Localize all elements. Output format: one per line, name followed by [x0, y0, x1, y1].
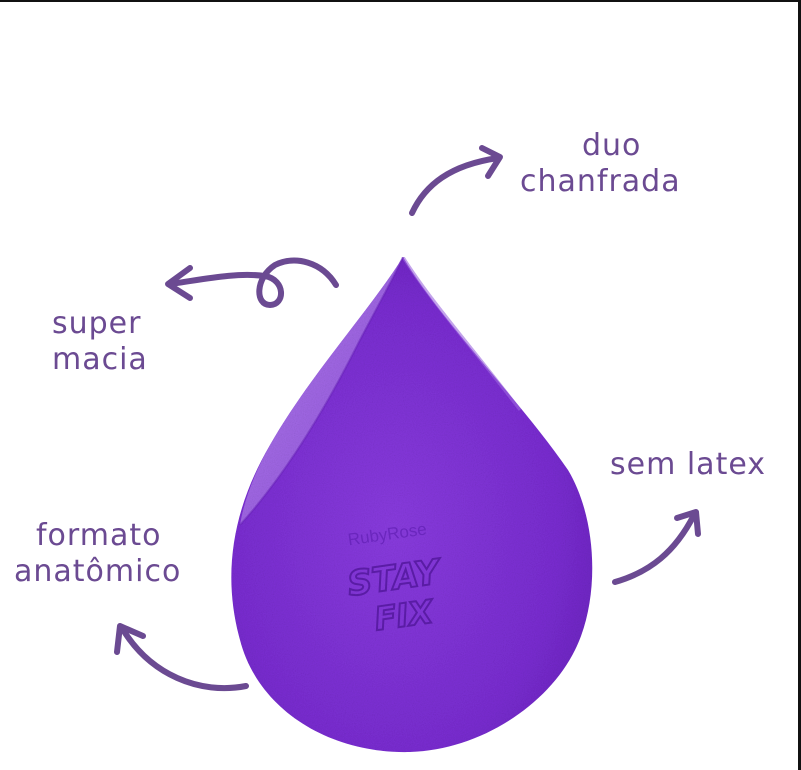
callout-formato-line2: anatômico [14, 554, 182, 589]
product-text-line2: FIX [372, 592, 436, 638]
sponge-bevel-edge [239, 256, 404, 526]
callout-sem-latex: sem latex [610, 447, 766, 483]
callout-semlatex-line1: sem latex [610, 447, 767, 482]
callout-super-line1: super [52, 306, 142, 341]
sponge-edge [401, 256, 522, 411]
callout-duo-line1: duo [582, 128, 642, 163]
sponge [231, 256, 593, 753]
top-border [0, 0, 801, 2]
curved-arrow-up-right-icon [612, 509, 701, 585]
callout-formato-line1: formato [36, 518, 162, 553]
right-border [798, 0, 801, 770]
sponge-bevel [240, 257, 403, 525]
callout-duo-chanfrada: duo chanfrada [520, 128, 681, 200]
loop-arrow-left-icon [165, 257, 339, 308]
sponge-body [231, 257, 593, 753]
curved-arrow-up-left-icon [114, 623, 249, 692]
callout-formato-anatomico: formato anatômico [14, 518, 181, 590]
callout-super-macia: super macia [52, 306, 148, 378]
curved-arrow-up-right-icon [409, 145, 503, 216]
callout-duo-line2: chanfrada [520, 164, 681, 199]
callout-super-line2: macia [52, 342, 148, 377]
